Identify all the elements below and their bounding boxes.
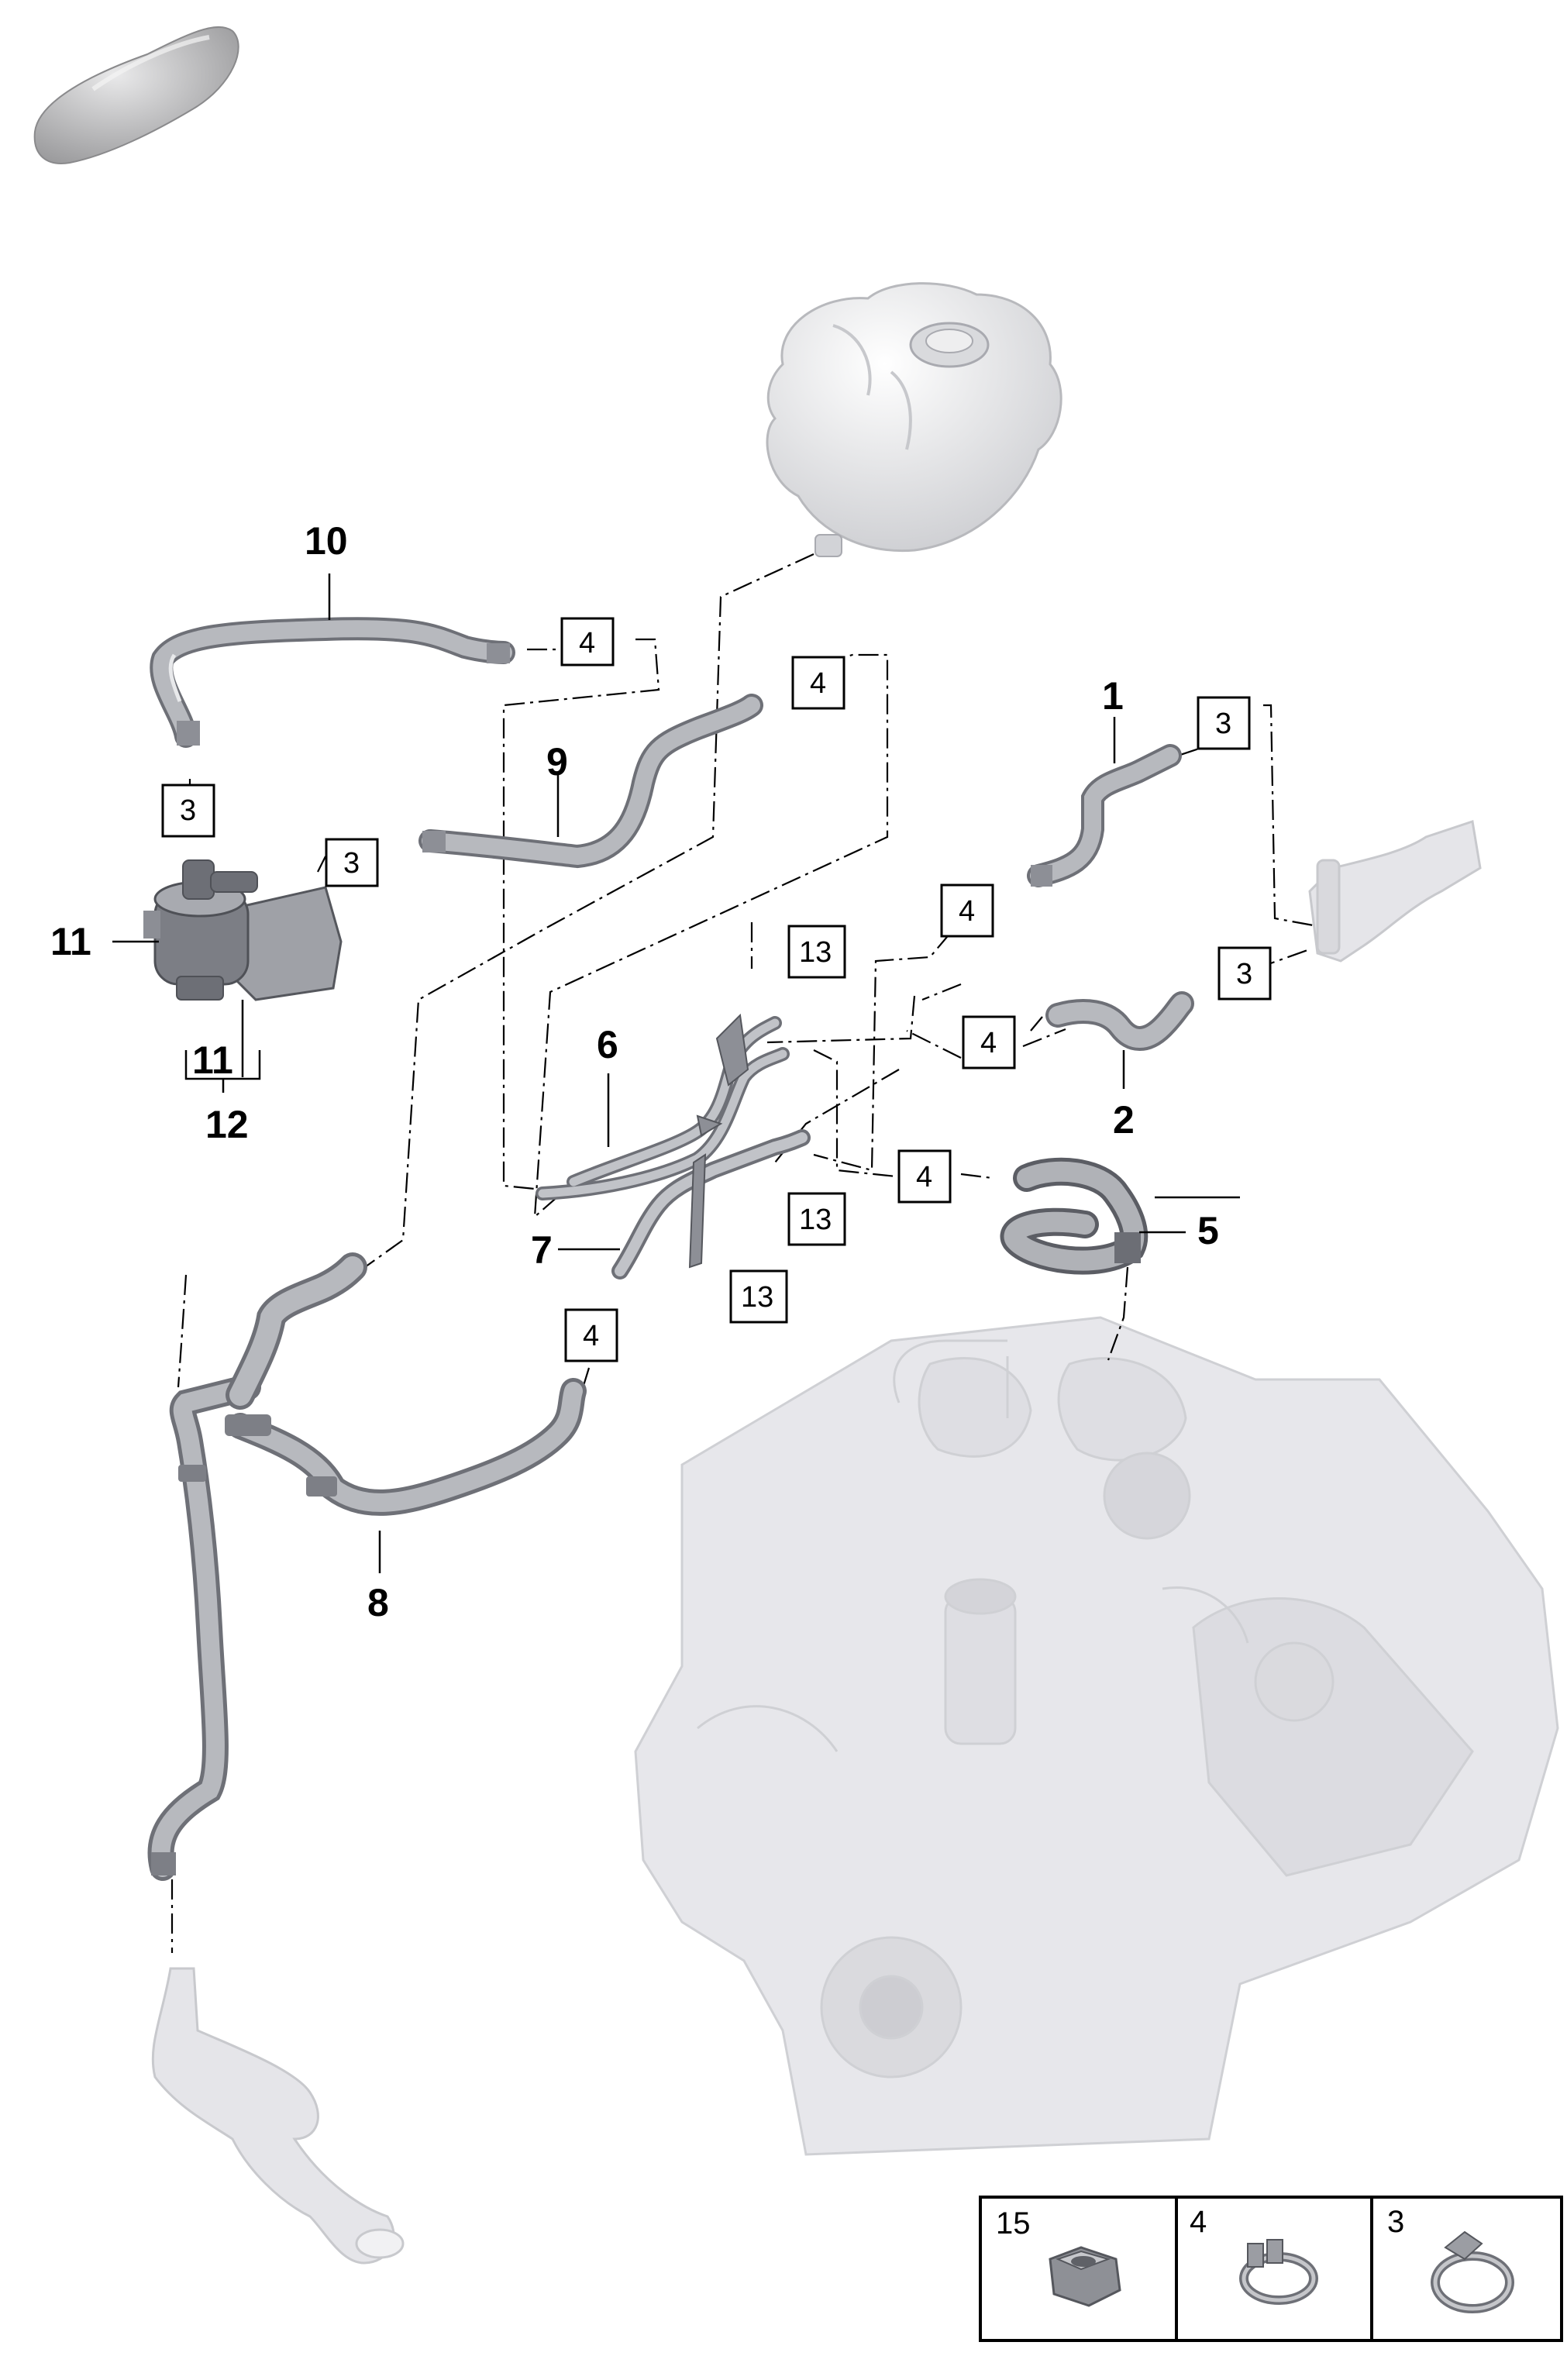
- ref-box-label: 4: [579, 627, 595, 660]
- ref-box-3-pump-top: 3: [161, 784, 215, 838]
- callout-lines: [112, 573, 1240, 1573]
- legend-cell-4: 4: [1190, 2205, 1318, 2305]
- callout-7: 7: [531, 1228, 553, 1272]
- callout-2: 2: [1113, 1098, 1135, 1142]
- legend-label-3: 3: [1387, 2205, 1404, 2239]
- ref-box-label: 4: [959, 895, 975, 928]
- ref-box-label: 3: [1236, 958, 1252, 990]
- ref-box-label: 4: [980, 1027, 997, 1059]
- hose-clamp-icon: [1431, 2230, 1514, 2313]
- legend-label-15: 15: [996, 2206, 1031, 2241]
- ref-box-4-hose10: 4: [560, 617, 615, 666]
- pipe-assembly-6: [536, 1013, 790, 1200]
- callout-6: 6: [597, 1023, 618, 1066]
- ref-box-label: 3: [1215, 708, 1231, 740]
- hose-9: [418, 694, 763, 869]
- ref-box-3-part2: 3: [1217, 946, 1272, 1001]
- hose-8: [147, 1252, 587, 1881]
- ref-box-label: 3: [343, 847, 360, 880]
- ref-box-4-part2: 4: [962, 1015, 1016, 1069]
- ref-box-label: 13: [741, 1281, 773, 1314]
- ref-box-4-part5: 4: [897, 1149, 952, 1204]
- callout-9: 9: [546, 740, 568, 784]
- hose-1: [1027, 744, 1182, 887]
- ref-box-label: 4: [583, 1320, 599, 1352]
- auxiliary-water-pump: [143, 859, 343, 1001]
- ref-box-label: 4: [810, 667, 826, 700]
- ref-box-13-mid: 13: [787, 1192, 846, 1246]
- callout-11-bracket: 11: [192, 1038, 233, 1082]
- legend-cell-3: 3: [1387, 2205, 1514, 2313]
- part-callouts: 10 9 1 2 5 6 7 8 11 11 12: [50, 519, 1219, 1624]
- legend-cell-15: 15: [996, 2206, 1121, 2307]
- callout-12: 12: [205, 1103, 249, 1146]
- ghost-connector-pipe: [1308, 820, 1482, 963]
- ref-box-label: 3: [180, 794, 196, 827]
- ref-box-4-part1: 4: [940, 883, 994, 938]
- ref-box-4-part7: 4: [564, 1308, 618, 1362]
- callout-8: 8: [367, 1581, 389, 1624]
- legend-label-4: 4: [1190, 2205, 1207, 2239]
- hose-10: [150, 617, 515, 748]
- callout-10: 10: [305, 519, 348, 563]
- ref-box-13-top: 13: [787, 925, 846, 979]
- spring-clamp-icon: [1239, 2239, 1318, 2305]
- small-parts-legend: 15 4 3: [979, 2196, 1563, 2342]
- hex-nut-icon: [1049, 2246, 1121, 2307]
- engine-block: [634, 1316, 1559, 2156]
- ref-box-label: 13: [799, 1204, 832, 1236]
- hose-2: [1045, 991, 1194, 1051]
- hose-5: [1000, 1157, 1149, 1275]
- ref-box-label: 13: [799, 936, 832, 969]
- callout-11-left: 11: [50, 920, 91, 963]
- ref-box-3-pump-side: 3: [325, 838, 379, 887]
- ref-box-3-part1: 3: [1197, 696, 1251, 750]
- ref-box-13-low: 13: [729, 1269, 788, 1324]
- vehicle-silhouette-icon: [33, 26, 239, 164]
- pipe-7: [611, 1129, 811, 1280]
- ghost-water-pipe: [151, 1967, 405, 2265]
- boxed-references: 4 4 3 3 3 4 13 3: [161, 617, 1272, 1362]
- coolant-expansion-tank: [766, 282, 1062, 557]
- callout-1: 1: [1102, 674, 1124, 718]
- ref-box-4-hose9: 4: [791, 656, 845, 710]
- ref-box-label: 4: [916, 1161, 932, 1193]
- callout-5: 5: [1197, 1209, 1219, 1252]
